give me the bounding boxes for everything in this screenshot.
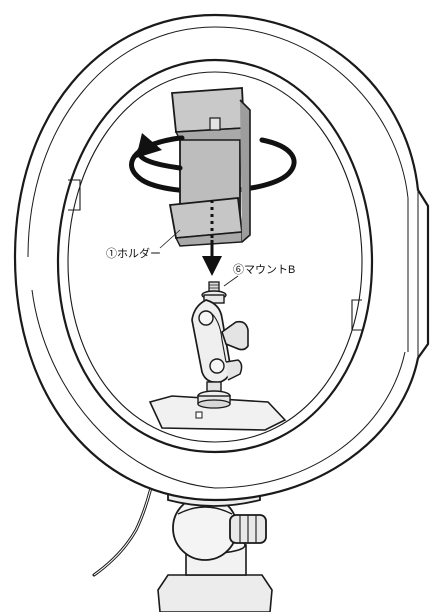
ring-bottom-bracket [148,395,287,431]
mount-b-label: ⑥マウントB [233,263,295,276]
ring-light [13,13,430,502]
phone-holder [168,87,251,247]
tripod-pole [157,536,273,612]
down-arrow-icon [202,240,222,276]
ball-head [172,495,267,561]
ring-inner-edge [67,71,363,443]
mount-b [191,281,249,409]
holder-label: ①ホルダー [106,246,161,260]
